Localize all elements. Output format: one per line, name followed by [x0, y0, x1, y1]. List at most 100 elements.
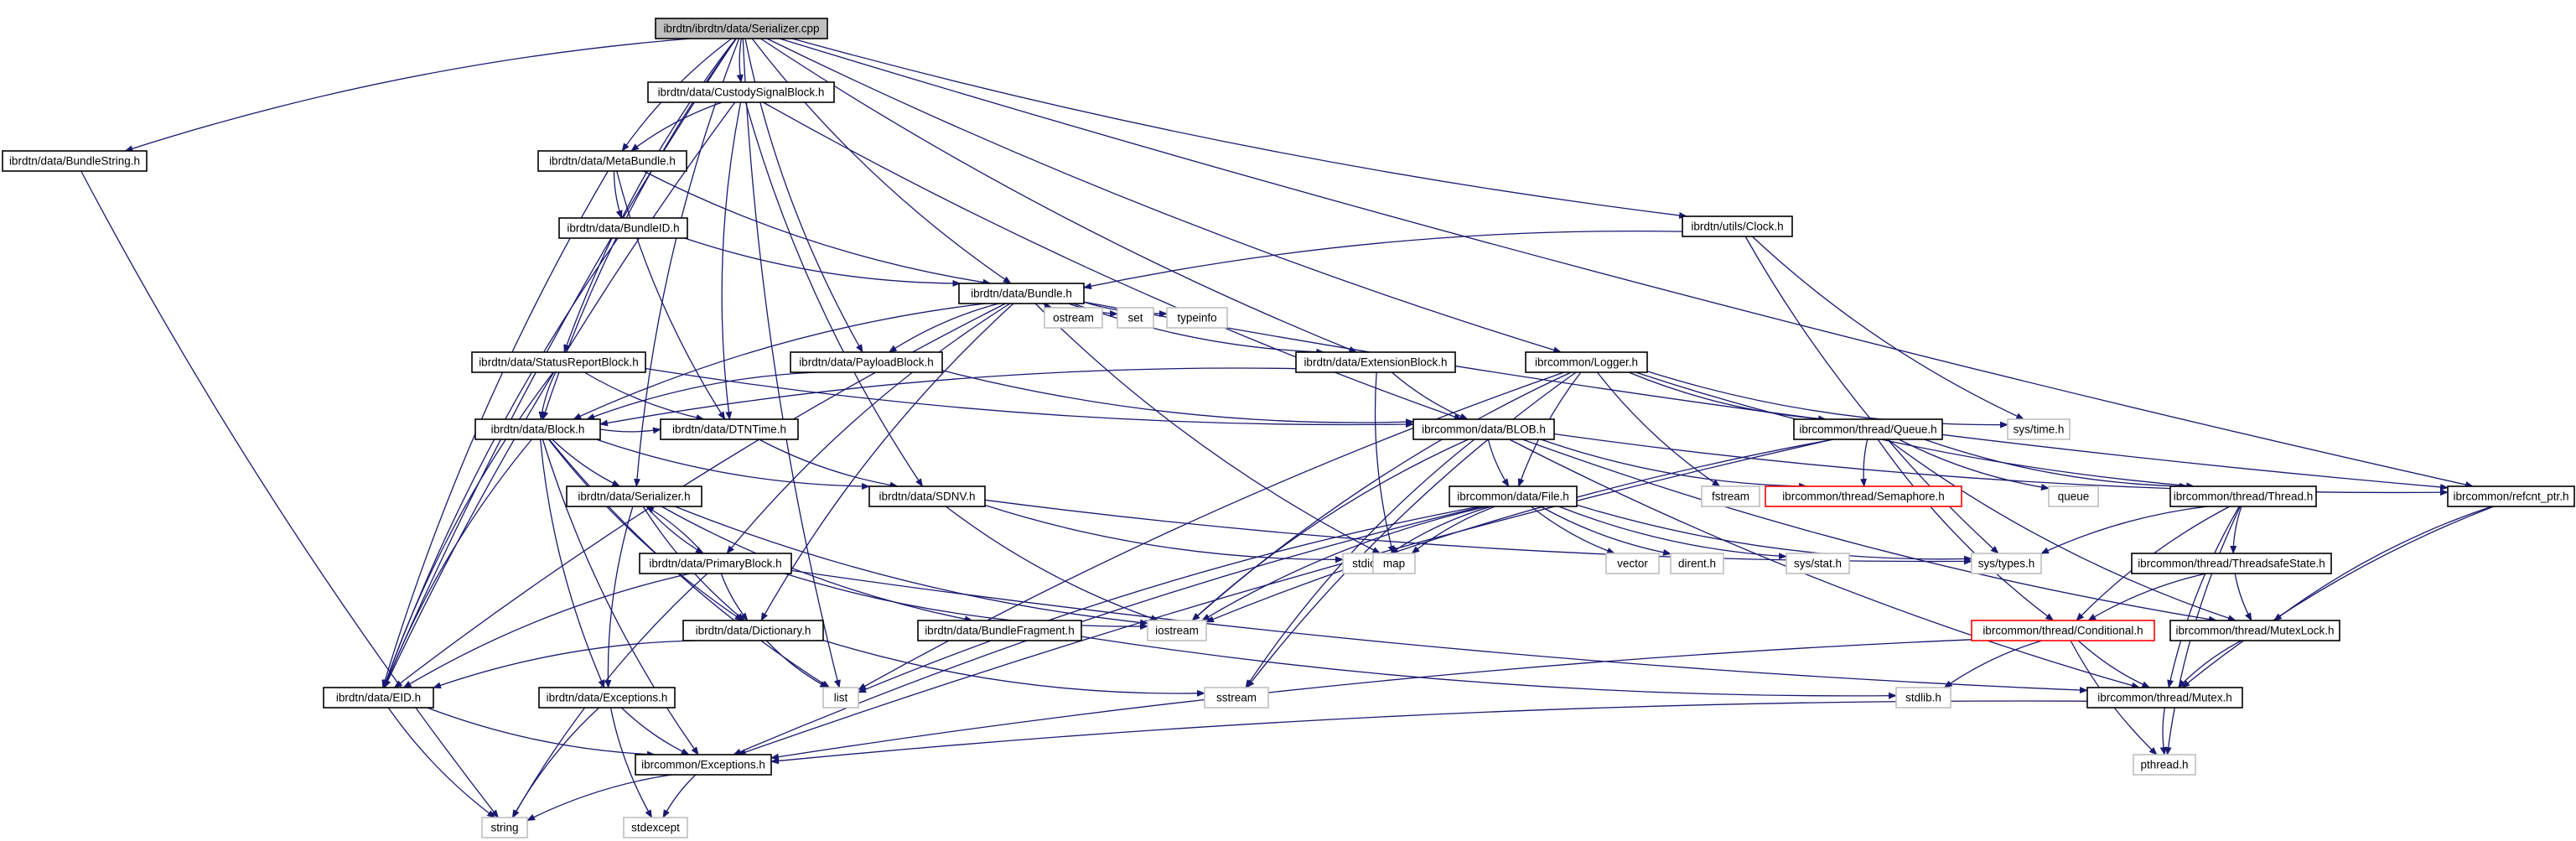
node-box-exceptionscommon — [635, 754, 772, 776]
node-serializerh[interactable]: ibrdtn/data/Serializer.h — [566, 485, 702, 507]
node-exceptionsdtn[interactable]: ibrdtn/data/Exceptions.h — [538, 687, 676, 709]
node-logger[interactable]: ibrcommon/Logger.h — [1525, 351, 1648, 373]
node-block[interactable]: ibrdtn/data/Block.h — [474, 418, 601, 440]
node-primaryblock[interactable]: ibrdtn/data/PrimaryBlock.h — [639, 553, 792, 574]
node-label-metabundle: ibrdtn/data/MetaBundle.h — [549, 155, 676, 168]
node-bundlestring[interactable]: ibrdtn/data/BundleString.h — [2, 150, 148, 172]
edge-block-to-serializerh — [552, 439, 621, 487]
node-box-fstream — [1701, 485, 1760, 507]
node-label-map: map — [1383, 558, 1405, 570]
edge-extensionblock-to-block — [599, 367, 1297, 427]
edge-dtntime-to-sdnv — [759, 439, 899, 489]
edge-block-to-dictionary — [547, 439, 744, 621]
node-box-threadsafe — [2131, 553, 2332, 574]
node-dtntime[interactable]: ibrdtn/data/DTNTime.h — [660, 418, 799, 440]
edge-conditional-to-mutex — [2077, 640, 2151, 688]
node-fstream: fstream — [1701, 485, 1760, 507]
edge-sdnv-to-iostream — [945, 506, 1159, 621]
node-stdlib: stdlib.h — [1895, 687, 1951, 709]
node-sdnv[interactable]: ibrdtn/data/SDNV.h — [868, 485, 986, 507]
node-semaphore[interactable]: ibrcommon/thread/Semaphore.h — [1765, 485, 1962, 507]
edge-logger-to-queue — [1628, 371, 1827, 423]
edge-bundlestring-to-string — [80, 170, 499, 818]
edge-clock-to-bundle — [1083, 230, 1683, 290]
node-refcnt[interactable]: ibrcommon/refcnt_ptr.h — [2447, 485, 2575, 507]
edge-custodysignal-to-eid — [384, 101, 736, 688]
node-dictionary[interactable]: ibrdtn/data/Dictionary.h — [682, 620, 824, 641]
node-stdexcept: stdexcept — [623, 817, 688, 838]
node-bundleid[interactable]: ibrdtn/data/BundleID.h — [558, 217, 688, 239]
edge-eid-to-exceptionscommon — [427, 707, 656, 758]
node-label-stdlib: stdlib.h — [1905, 692, 1941, 704]
edge-queue-to-conditional — [1877, 439, 2055, 621]
edge-root-to-logger — [766, 38, 1563, 354]
node-bundlefragment[interactable]: ibrdtn/data/BundleFragment.h — [917, 620, 1082, 641]
edge-mutex-to-pthread — [2159, 707, 2167, 755]
edge-mutexlock-to-mutex — [2177, 640, 2242, 688]
edge-threadsafe-to-mutexlock — [2234, 573, 2252, 621]
node-threadsafe[interactable]: ibrcommon/thread/ThreadsafeState.h — [2131, 553, 2332, 574]
node-exceptionscommon[interactable]: ibrcommon/Exceptions.h — [635, 754, 772, 776]
node-typeinfo: typeinfo — [1166, 307, 1228, 329]
node-box-bundleid — [558, 217, 688, 239]
node-label-mutexlock: ibrcommon/thread/MutexLock.h — [2175, 625, 2334, 637]
edge-file-to-stdio — [1389, 506, 1492, 554]
node-thread[interactable]: ibrcommon/thread/Thread.h — [2169, 485, 2317, 507]
node-file[interactable]: ibrcommon/data/File.h — [1449, 485, 1578, 507]
node-conditional[interactable]: ibrcommon/thread/Conditional.h — [1971, 620, 2155, 641]
node-box-queuestd — [2048, 485, 2099, 507]
edge-root-to-bundle — [751, 38, 1012, 284]
node-extensionblock[interactable]: ibrdtn/data/ExtensionBlock.h — [1295, 351, 1456, 373]
edge-payloadblock-to-blob — [941, 370, 1414, 426]
node-box-sstream — [1204, 687, 1269, 709]
node-box-eid — [323, 687, 434, 709]
node-label-extensionblock: ibrdtn/data/ExtensionBlock.h — [1304, 356, 1447, 369]
node-label-mutex: ibrcommon/thread/Mutex.h — [2097, 692, 2232, 704]
node-label-custodysignal: ibrdtn/data/CustodySignalBlock.h — [658, 86, 825, 99]
node-box-map — [1372, 553, 1416, 574]
node-clock[interactable]: ibrdtn/utils/Clock.h — [1682, 215, 1793, 237]
node-box-conditional — [1971, 620, 2155, 641]
edge-dictionary-to-sstream — [822, 639, 1205, 697]
node-mutex[interactable]: ibrcommon/thread/Mutex.h — [2086, 687, 2243, 709]
edge-logger-to-systime — [1646, 371, 2008, 428]
edge-file-to-systypes — [1576, 504, 1972, 563]
edge-primaryblock-to-iostream — [784, 573, 1148, 631]
edge-exceptionscommon-to-stdexcept — [662, 774, 697, 818]
node-box-clock — [1682, 215, 1793, 237]
edge-file-to-iostream — [1201, 506, 1489, 621]
edge-queue-to-queuestd — [1899, 439, 2050, 491]
node-label-set: set — [1127, 312, 1143, 324]
node-box-dirent — [1670, 553, 1724, 574]
node-label-queuestd: queue — [2058, 491, 2090, 503]
node-custodysignal[interactable]: ibrdtn/data/CustodySignalBlock.h — [647, 81, 835, 103]
edge-blob-to-semaphore — [1540, 439, 1808, 490]
node-box-custodysignal — [647, 81, 835, 103]
node-label-blob: ibrcommon/data/BLOB.h — [1422, 423, 1546, 436]
edge-custodysignal-to-metabundle — [630, 101, 723, 152]
nodes-layer: ibrdtn/ibrdtn/data/Serializer.cpp ibrdtn/… — [2, 18, 2575, 838]
node-root[interactable]: ibrdtn/ibrdtn/data/Serializer.cpp — [655, 18, 828, 39]
node-eid[interactable]: ibrdtn/data/EID.h — [323, 687, 434, 709]
edge-primaryblock-to-eid — [402, 573, 691, 688]
node-mutexlock[interactable]: ibrcommon/thread/MutexLock.h — [2169, 620, 2340, 641]
node-queue[interactable]: ibrcommon/thread/Queue.h — [1793, 418, 1943, 440]
node-bundle[interactable]: ibrdtn/data/Bundle.h — [958, 283, 1085, 304]
node-blob[interactable]: ibrcommon/data/BLOB.h — [1412, 418, 1555, 440]
node-metabundle[interactable]: ibrdtn/data/MetaBundle.h — [537, 150, 687, 172]
node-box-mutexlock — [2169, 620, 2340, 641]
node-label-thread: ibrcommon/thread/Thread.h — [2174, 491, 2314, 503]
node-box-systime — [2007, 418, 2071, 440]
node-label-sysstat: sys/stat.h — [1794, 558, 1842, 570]
edge-bundle-to-primaryblock — [726, 303, 1011, 554]
edge-thread-to-threadsafe — [2230, 506, 2242, 554]
node-statusreport[interactable]: ibrdtn/data/StatusReportBlock.h — [471, 351, 646, 373]
node-label-bundlefragment: ibrdtn/data/BundleFragment.h — [925, 625, 1075, 637]
node-label-dtntime: ibrdtn/data/DTNTime.h — [672, 423, 786, 436]
node-box-dtntime — [660, 418, 799, 440]
node-ostream: ostream — [1044, 307, 1103, 329]
edge-custodysignal-to-blob — [763, 101, 1463, 420]
node-label-conditional: ibrcommon/thread/Conditional.h — [1983, 625, 2143, 637]
node-box-blob — [1412, 418, 1555, 440]
node-payloadblock[interactable]: ibrdtn/data/PayloadBlock.h — [790, 351, 943, 373]
